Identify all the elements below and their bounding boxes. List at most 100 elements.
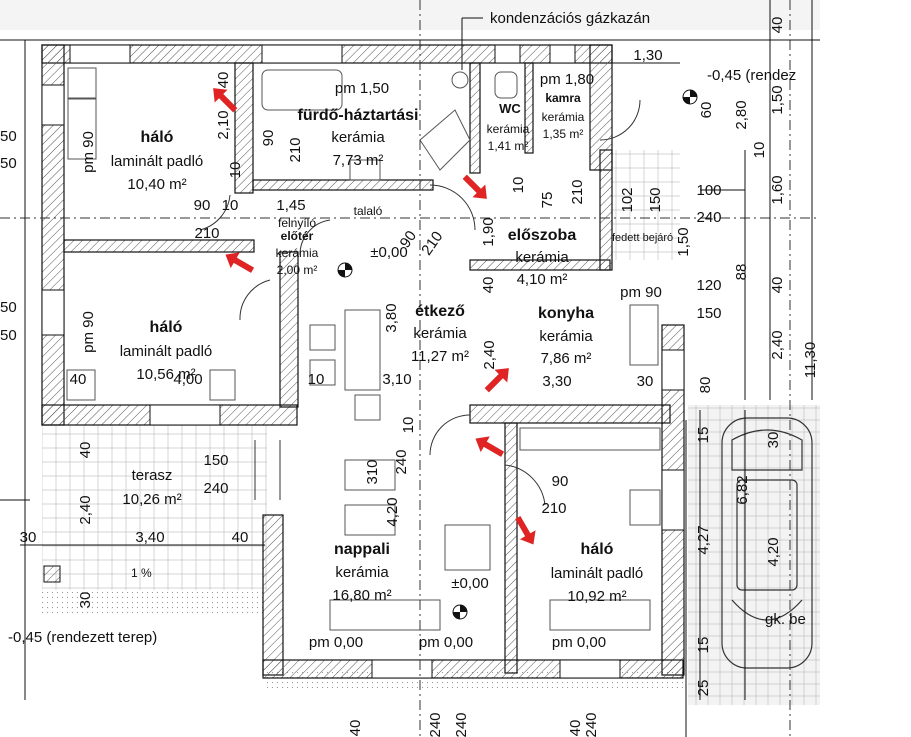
- room-area: 10,56 m²: [136, 366, 195, 383]
- slope-label: 1 %: [131, 566, 152, 580]
- dim-label: 210: [287, 137, 304, 162]
- room-name: háló: [141, 129, 174, 146]
- room-floor: laminált padló: [551, 565, 644, 582]
- dim-label: 50: [0, 128, 17, 145]
- dim-label: 210: [418, 228, 446, 258]
- dim-label: 120: [696, 277, 721, 294]
- dim-label: 10: [308, 371, 325, 388]
- room-area: 7,73 m²: [333, 152, 384, 169]
- room-name: fürdő-háztartási: [298, 107, 419, 124]
- small-label: felnyíló: [278, 216, 316, 230]
- dim-label: 40: [567, 720, 584, 737]
- level-label: ±0,00: [370, 244, 407, 261]
- room-name: háló: [150, 319, 183, 336]
- level-markers: [337, 89, 698, 620]
- room-area: 1,35 m²: [543, 127, 584, 141]
- small-label: talaló: [354, 204, 383, 218]
- room-floor: kerámia: [331, 129, 385, 146]
- dim-label: 30: [637, 373, 654, 390]
- dim-label: 60: [698, 102, 715, 119]
- dim-label: 6,82: [734, 475, 751, 504]
- pm-label: pm 1,80: [540, 71, 594, 88]
- axis-lines: [0, 0, 820, 737]
- dim-label: 90: [397, 228, 420, 251]
- dim-label: 88: [733, 264, 750, 281]
- dimension-labels-vertical: 2,10 40 90 210 10 1,90 90 210 3,80 2,40 …: [0, 17, 819, 737]
- dim-label: 40: [347, 720, 364, 737]
- car: [721, 417, 813, 669]
- dim-label: 30: [77, 592, 94, 609]
- dim-label: 2,40: [77, 495, 94, 524]
- windows: [41, 44, 685, 679]
- dim-label: 210: [541, 500, 566, 517]
- room-area: 2,00 m²: [277, 263, 318, 277]
- annotations: kondenzációs gázkazán -0,45 (rendez -0,4…: [8, 10, 806, 651]
- room-labels: háló laminált padló 10,40 m² fürdő-házta…: [111, 91, 644, 605]
- room-area: 7,86 m²: [541, 350, 592, 367]
- room-name: kamra: [545, 91, 581, 105]
- dim-label: 102: [619, 187, 636, 212]
- room-area: 4,10 m²: [517, 271, 568, 288]
- dim-label: 90: [552, 473, 569, 490]
- dim-label: 40: [232, 529, 249, 546]
- door-swings: [199, 99, 641, 506]
- room-floor: kerámia: [276, 246, 319, 260]
- dim-label: 80: [697, 377, 714, 394]
- dim-label: 50: [0, 327, 17, 344]
- dim-label: 50: [0, 155, 17, 172]
- room-area: 10,26 m²: [122, 491, 181, 508]
- dim-label: 240: [393, 449, 410, 474]
- column: [43, 565, 61, 583]
- dim-label: 10: [400, 417, 417, 434]
- ground-strip: [42, 590, 267, 615]
- room-floor: kerámia: [413, 325, 467, 342]
- dim-label: 240: [427, 712, 444, 737]
- dim-label: 3,30: [542, 373, 571, 390]
- dim-label: 100: [696, 182, 721, 199]
- pm-label: pm 0,00: [419, 634, 473, 651]
- dim-label: 150: [696, 305, 721, 322]
- dim-label: 10: [222, 197, 239, 214]
- terrain-note-right: -0,45 (rendez: [707, 67, 796, 84]
- room-floor: kerámia: [539, 328, 593, 345]
- room-name: előszoba: [508, 227, 577, 244]
- dim-label: 4,20: [765, 537, 782, 566]
- dim-label: 40: [480, 277, 497, 294]
- dim-label: 30: [765, 432, 782, 449]
- dim-label: 1,90: [480, 217, 497, 246]
- dim-label: 50: [0, 299, 17, 316]
- pm-label: pm 1,50: [335, 80, 389, 97]
- room-floor: kerámia: [335, 564, 389, 581]
- dim-label: 3,40: [135, 529, 164, 546]
- top-band: [0, 0, 911, 30]
- dim-label: 2,80: [733, 100, 750, 129]
- room-floor: kerámia: [487, 122, 530, 136]
- room-name: terasz: [132, 467, 173, 484]
- dim-label: 90: [194, 197, 211, 214]
- furniture: [66, 67, 661, 631]
- dim-label: 2,40: [481, 340, 498, 369]
- pm-label: pm 90: [620, 284, 662, 301]
- right-margin: [820, 0, 911, 737]
- room-area: 10,40 m²: [127, 176, 186, 193]
- dim-label: 40: [70, 371, 87, 388]
- room-area: 10,92 m²: [567, 588, 626, 605]
- room-area: 11,27 m²: [411, 348, 469, 365]
- dim-label: 90: [260, 130, 277, 147]
- room-name: WC: [499, 101, 521, 116]
- room-name: konyha: [538, 305, 594, 322]
- dim-label: 4,27: [695, 525, 712, 554]
- pm-label: pm 0,00: [552, 634, 606, 651]
- car-label: gk. be: [765, 611, 806, 628]
- covered-entry-label: fedett bejáró: [612, 232, 673, 244]
- pm-label: pm 90: [80, 131, 97, 173]
- room-name: étkező: [415, 303, 465, 320]
- dim-label: 1,30: [633, 47, 662, 64]
- dim-label: 4,20: [384, 497, 401, 526]
- dim-label: 3,80: [383, 303, 400, 332]
- dim-label: 2,40: [769, 330, 786, 359]
- pm-label: pm 90: [80, 311, 97, 353]
- level-label: ±0,00: [451, 575, 488, 592]
